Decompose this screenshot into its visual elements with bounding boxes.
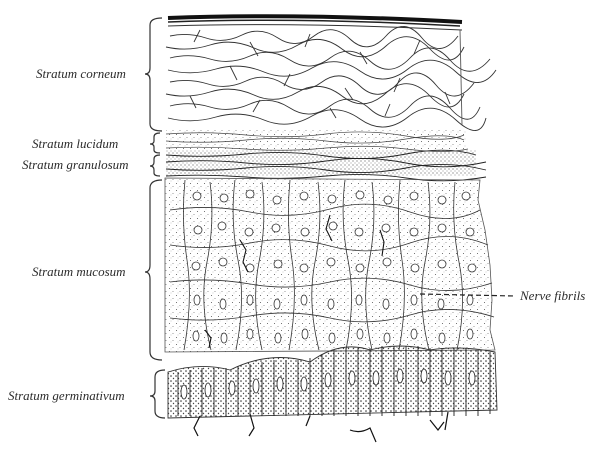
bracket-germinativum: [149, 369, 166, 419]
label-stratum-lucidum: Stratum lucidum: [32, 136, 119, 151]
granulosum-layer: [166, 150, 476, 176]
label-stratum-granulosum: Stratum granulosum: [22, 157, 129, 172]
bracket-granulosum: [149, 154, 161, 177]
corneum-surface: [167, 14, 463, 24]
mucosum-cells: [169, 179, 495, 351]
label-nerve-fibrils: Nerve fibrils: [520, 288, 586, 303]
dermal-nerve-fibrils: [193, 411, 449, 443]
bracket-mucosum: [144, 179, 163, 361]
layer-brackets: [144, 17, 166, 419]
label-stratum-mucosum: Stratum mucosum: [32, 264, 126, 279]
intraepithelial-nerve-fibrils: [204, 214, 385, 349]
corneum-scales: [165, 26, 497, 131]
germinativum-cells: [177, 346, 491, 416]
germinativum-nuclei: [180, 368, 476, 400]
bracket-corneum: [144, 17, 163, 132]
label-stratum-corneum: Stratum corneum: [36, 66, 126, 81]
label-stratum-germinativum: Stratum germinativum: [8, 388, 125, 403]
bracket-lucidum: [149, 132, 161, 154]
